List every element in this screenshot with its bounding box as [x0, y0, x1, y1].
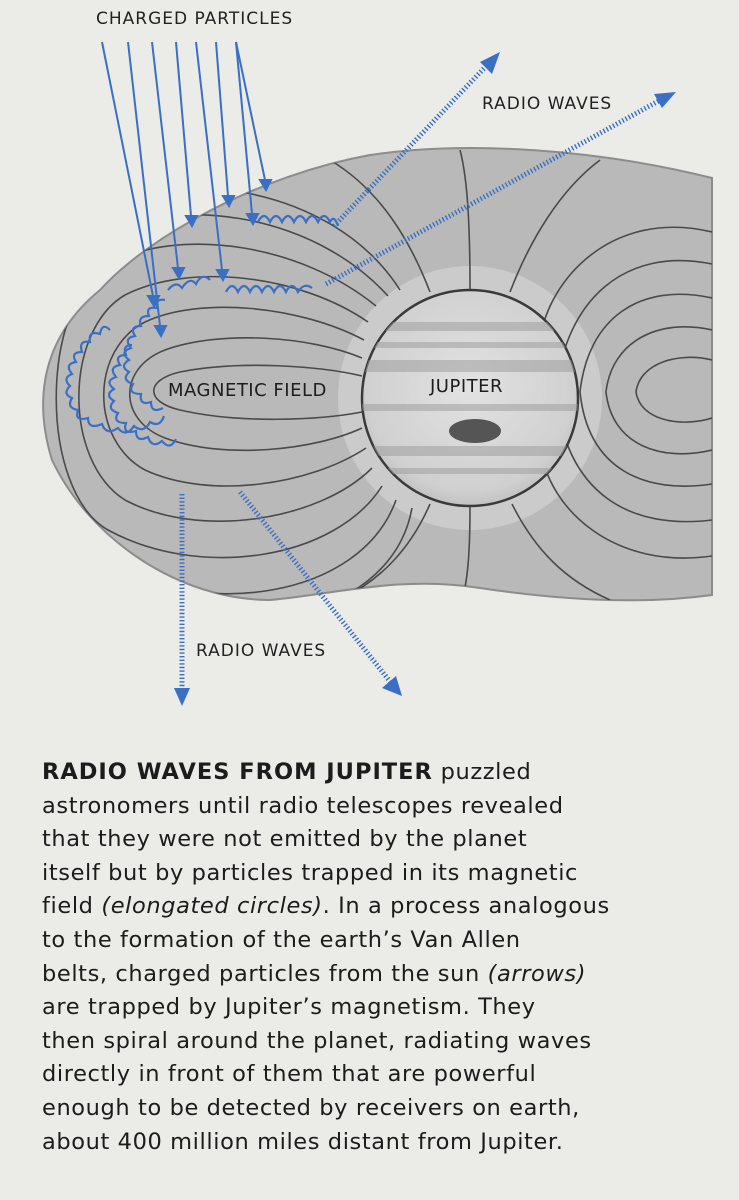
- caption-text: RADIO WAVES FROM JUPITER puzzled astrono…: [42, 756, 682, 1159]
- label-charged-particles: CHARGED PARTICLES: [96, 9, 293, 29]
- caption-line-2: astronomers until radio telescopes revea…: [42, 792, 564, 819]
- caption-line-11: enough to be detected by receivers on ea…: [42, 1094, 580, 1121]
- charged-particle-arrows: [101, 41, 273, 339]
- radio-wave-arrows: [174, 52, 676, 706]
- caption-line-12: about 400 million miles distant from Jup…: [42, 1128, 564, 1155]
- caption-line-1: RADIO WAVES FROM JUPITER puzzled: [42, 756, 682, 790]
- jupiter-magnetosphere-diagram: CHARGED PARTICLES RADIO WAVES RADIO WAVE…: [42, 9, 713, 706]
- spiral-particle-paths: [65, 214, 340, 447]
- caption-line-1-rest: puzzled: [432, 759, 532, 785]
- label-magnetic-field: MAGNETIC FIELD: [168, 380, 327, 401]
- caption-line-4: itself but by particles trapped in its m…: [42, 859, 579, 886]
- caption-line-7-emphasis: (arrows): [487, 960, 587, 987]
- caption-line-9: then spiral around the planet, radiating…: [42, 1027, 592, 1054]
- caption-line-5-emphasis: (elongated circles): [101, 893, 323, 920]
- caption-line-7-a: belts, charged particles from the sun: [42, 960, 488, 987]
- label-jupiter: JUPITER: [429, 376, 503, 397]
- caption-line-10: directly in front of them that are power…: [42, 1061, 537, 1088]
- caption-line-6: to the formation of the earth’s Van Alle…: [42, 926, 521, 953]
- caption-line-5-b: . In a process analogous: [322, 893, 610, 920]
- label-radio-waves-bottom: RADIO WAVES: [196, 641, 326, 661]
- caption-line-7: belts, charged particles from the sun (a…: [42, 958, 682, 992]
- caption-lead: RADIO WAVES FROM JUPITER: [42, 759, 433, 785]
- caption-line-5-a: field: [42, 893, 102, 920]
- caption-line-3: that they were not emitted by the planet: [42, 826, 528, 853]
- jupiter-planet: [360, 288, 580, 508]
- caption-line-5: field (elongated circles). In a process …: [42, 890, 682, 924]
- label-radio-waves-top: RADIO WAVES: [482, 94, 612, 114]
- great-red-spot: [449, 419, 501, 443]
- caption-line-8: are trapped by Jupiter’s magnetism. They: [42, 994, 536, 1021]
